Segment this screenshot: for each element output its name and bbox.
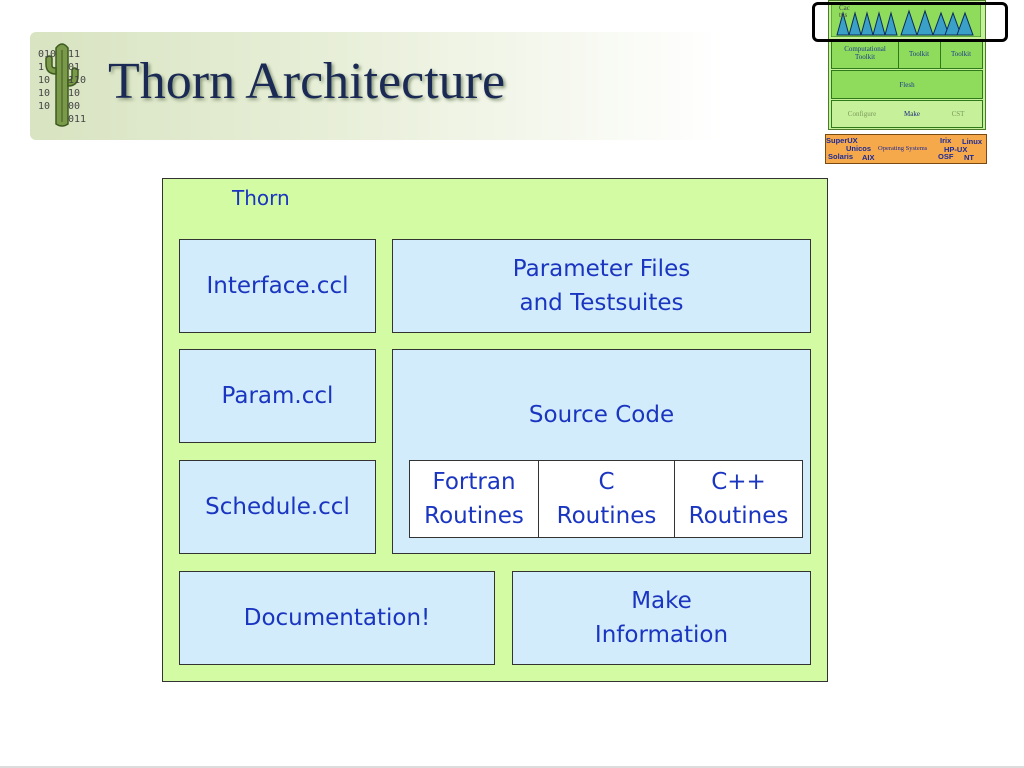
logo-digits-right: 11 01 110 10 00 011 [68, 49, 87, 125]
thorn-label: Thorn [232, 186, 290, 210]
os-osf: OSF [938, 152, 954, 161]
mini-flesh-row: Flesh [831, 70, 983, 99]
mini-cactus-label: Cac tus [839, 4, 850, 19]
mini-toolkit-row: Computational Toolkit Toolkit Toolkit [831, 41, 983, 69]
interface-ccl-label: Interface.ccl [206, 273, 349, 299]
os-nt: NT [964, 153, 974, 162]
documentation-box: Documentation! [179, 571, 495, 665]
mini-build-row: Configure Make CST [831, 100, 983, 128]
title-banner [30, 32, 720, 140]
mini-computational-toolkit: Computational Toolkit [844, 45, 886, 61]
c-routines-label: C Routines [556, 469, 657, 529]
parameter-files-box: Parameter Files and Testsuites [392, 239, 811, 333]
cactus-logo-icon [45, 43, 79, 127]
mini-toolkit-2: Toolkit [950, 50, 972, 58]
param-ccl-label: Param.ccl [221, 383, 334, 409]
c-routines-box: C Routines [538, 460, 675, 538]
mini-toolkit-1: Toolkit [908, 50, 930, 58]
os-unicos: Unicos [846, 144, 872, 153]
schedule-ccl-box: Schedule.ccl [179, 460, 376, 554]
mini-stack: Cac tus Computational Toolkit Toolkit To… [828, 0, 986, 130]
mini-cst: CST [951, 110, 965, 118]
os-superux: SuperUX [826, 136, 858, 145]
footer-divider [0, 766, 1024, 768]
fortran-routines-box: Fortran Routines [409, 460, 539, 538]
mini-thorns-highlight [812, 2, 1008, 42]
mini-flesh-label: Flesh [899, 81, 915, 89]
fortran-routines-label: Fortran Routines [424, 469, 524, 529]
logo-digits-left: 010 1 10 10 10 [38, 49, 57, 112]
os-irix: Irix [940, 136, 952, 145]
mini-architecture-diagram: Cac tus Computational Toolkit Toolkit To… [825, 0, 987, 165]
os-hpux: HP-UX [944, 145, 968, 154]
os-solaris: Solaris [828, 152, 854, 161]
os-aix: AIX [862, 153, 875, 162]
os-linux: Linux [962, 137, 982, 146]
mini-thorns-row [831, 3, 981, 37]
make-information-label: Make Information [594, 588, 729, 648]
cpp-routines-box: C++ Routines [674, 460, 803, 538]
interface-ccl-box: Interface.ccl [179, 239, 376, 333]
source-code-label: Source Code [528, 402, 675, 428]
make-information-box: Make Information [512, 571, 811, 665]
mini-os-bar: SuperUX Unicos Operating Systems Solaris… [825, 134, 987, 164]
documentation-label: Documentation! [243, 605, 431, 631]
mini-configure: Configure [847, 110, 877, 118]
page-title: Thorn Architecture [108, 53, 506, 110]
parameter-files-label: Parameter Files and Testsuites [512, 256, 691, 316]
os-operating-systems: Operating Systems [878, 145, 928, 152]
mini-make: Make [904, 110, 920, 118]
cpp-routines-label: C++ Routines [688, 469, 789, 529]
param-ccl-box: Param.ccl [179, 349, 376, 443]
schedule-ccl-label: Schedule.ccl [205, 494, 350, 520]
